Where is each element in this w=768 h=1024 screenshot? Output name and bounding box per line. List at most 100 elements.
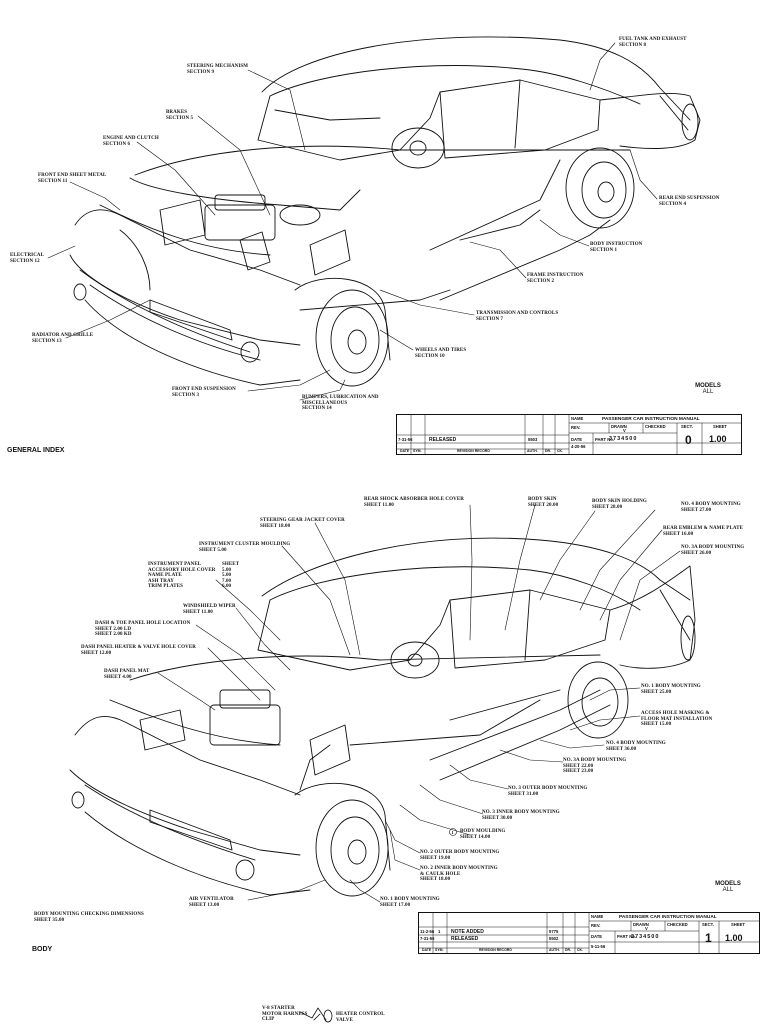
label-heater-control-valve: HEATER CONTROL VALVE [336, 1012, 385, 1023]
label-wheels-tires: WHEELS AND TIRES SECTION 10 [415, 348, 467, 359]
label-steering-gear-cover: STEERING GEAR JACKET COVER SHEET 18.00 [260, 518, 345, 529]
label-instrument-panel-sheets: SHEET 5.00 5.00 7.00 6.00 [222, 562, 240, 590]
general-tb-footer-auth: AUTH. [527, 449, 538, 453]
label-no3-inner-mounting: NO. 3 INNER BODY MOUNTING SHEET 30.00 [482, 810, 560, 821]
body-tb-sect-label: SECT. [702, 922, 714, 927]
label-steering-mechanism: STEERING MECHANISM SECTION 9 [187, 64, 249, 75]
bottom-fragment-drawing [299, 1007, 333, 1023]
general-car-drawing [69, 36, 701, 387]
general-tb-name-label: NAME [571, 416, 584, 421]
body-tb-name-label: NAME [591, 914, 604, 919]
label-no1-body-mounting-bottom: NO. 1 BODY MOUNTING SHEET 17.00 [380, 897, 440, 908]
label-front-sheet-metal: FRONT END SHEET METAL SECTION 11 [38, 173, 107, 184]
body-tb-rev1-sym: 1 [438, 929, 441, 934]
general-tb-footer-sym: SYM. [413, 449, 422, 453]
body-tb-drawn-label: DRAWN [633, 922, 649, 927]
body-car-drawing [69, 537, 696, 897]
label-no1-body-mounting-right: NO. 1 BODY MOUNTING SHEET 25.00 [641, 684, 701, 695]
general-tb-footer-revision: REVISION RECORD [457, 449, 490, 453]
body-tb-rev2-auth: 5502 [549, 936, 559, 941]
label-no4-body-mounting: NO. 4 BODY MOUNTING SHEET 27.00 [681, 502, 741, 513]
body-tb-sheet-label: SHEET [731, 922, 745, 927]
label-body-skin-holding: BODY SKIN HOLDING SHEET 28.00 [592, 499, 647, 510]
body-tb-footer-sym: SYM. [435, 948, 444, 952]
label-instrument-cluster: INSTRUMENT CLUSTER MOULDING SHEET 5.00 [199, 542, 291, 553]
body-tb-footer-ck: CK. [577, 948, 584, 952]
label-no3a-body-mounting-lower: NO. 3A BODY MOUNTING SHEET 22.00 SHEET 2… [563, 758, 627, 775]
body-tb-rev2-text: RELEASED [451, 936, 479, 942]
moulding-note-symbol: 1 [451, 829, 454, 835]
general-tb-drawn-value: V [623, 428, 626, 433]
body-leader-lines [157, 504, 681, 903]
label-frame-instruction: FRAME INSTRUCTION SECTION 2 [527, 273, 584, 284]
label-air-ventilator: AIR VENTILATOR SHEET 13.00 [189, 897, 234, 908]
general-tb-sect-value: 0 [685, 433, 692, 447]
label-dash-toe-panel: DASH & TOE PANEL HOLE LOCATION SHEET 2.0… [95, 621, 191, 638]
general-tb-footer-dr: DR. [545, 449, 552, 453]
body-title-block: NAME PASSENGER CAR INSTRUCTION MANUAL RE… [418, 912, 760, 954]
body-models: MODELS ALL [715, 881, 741, 893]
general-tb-footer-ck: CK. [557, 449, 564, 453]
label-no4-body-mounting-lower: NO. 4 BODY MOUNTING SHEET 36.00 [606, 741, 666, 752]
label-no2-inner-mounting: NO. 2 INNER BODY MOUNTING & CAULK HOLE S… [420, 866, 498, 883]
label-mounting-checking: BODY MOUNTING CHECKING DIMENSIONS SHEET … [34, 912, 144, 923]
general-leader-lines [47, 42, 658, 401]
body-tb-part-value: 3734500 [631, 934, 660, 940]
general-index-title: GENERAL INDEX [7, 447, 65, 454]
label-body-moulding: BODY MOULDING SHEET 14.00 [460, 829, 506, 840]
body-tb-footer-revision: REVISION RECORD [479, 948, 512, 952]
general-tb-footer-date: DATE [400, 449, 410, 453]
label-engine-clutch: ENGINE AND CLUTCH SECTION 6 [103, 136, 159, 147]
general-tb-sect-label: SECT. [681, 424, 693, 429]
label-starter-harness-clip: V-8 STARTER MOTOR HARNESS CLIP [262, 1006, 308, 1023]
body-tb-rev1-auth: 5775 [549, 929, 559, 934]
body-tb-rev-label: REV. [591, 923, 601, 928]
general-tb-rev-date: 7-31-56 [398, 437, 413, 442]
body-tb-manual: PASSENGER CAR INSTRUCTION MANUAL [619, 915, 717, 920]
body-tb-sect-value: 1 [705, 931, 712, 945]
general-tb-sheet-value: 1.00 [709, 434, 727, 444]
general-title-block: NAME PASSENGER CAR INSTRUCTION MANUAL RE… [396, 414, 742, 455]
general-tb-date-label: DATE [571, 437, 583, 442]
general-tb-part-label: PART No. [595, 437, 614, 442]
label-rear-suspension: REAR END SUSPENSION SECTION 4 [659, 196, 720, 207]
general-tb-rev-text: RELEASED [429, 437, 457, 443]
label-body-skin: BODY SKIN SHEET 20.00 [528, 497, 559, 508]
general-tb-sheet-label: SHEET [713, 424, 727, 429]
general-tb-checked-label: CHECKED [645, 424, 666, 429]
general-tb-drawn-label: DRAWN [611, 424, 627, 429]
label-dash-heater-cover: DASH PANEL HEATER & VALVE HOLE COVER SHE… [81, 645, 197, 656]
body-tb-checked-label: CHECKED [667, 922, 688, 927]
label-body-instruction: BODY INSTRUCTION SECTION 1 [590, 242, 643, 253]
general-tb-part-value: 3734500 [609, 436, 638, 442]
label-front-suspension: FRONT END SUSPENSION SECTION 3 [172, 387, 236, 398]
general-models: MODELS ALL [695, 383, 721, 395]
label-access-hole: ACCESS HOLE MASKING & FLOOR MAT INSTALLA… [641, 711, 713, 728]
body-tb-drawn-value: V [645, 926, 648, 931]
body-tb-date-label: DATE [591, 934, 603, 939]
body-tb-part-label: PART No. [617, 934, 636, 939]
body-tb-rev1-text: NOTE ADDED [451, 929, 484, 935]
label-rear-shock-cover: REAR SHOCK ABSORBER HOLE COVER SHEET 11.… [364, 497, 464, 508]
body-tb-rev1-date: 11-2-56 [420, 929, 435, 934]
label-no3a-body-mounting-top: NO. 3A BODY MOUNTING SHEET 26.00 [681, 545, 745, 556]
label-bumpers: BUMPERS, LUBRICATION AND MISCELLANEOUS S… [302, 395, 379, 412]
body-tb-footer-dr: DR. [565, 948, 572, 952]
label-electrical: ELECTRICAL SECTION 12 [10, 253, 45, 264]
label-instrument-panel: INSTRUMENT PANEL ACCESSORY HOLE COVER NA… [148, 562, 216, 590]
body-tb-sheet-value: 1.00 [725, 933, 743, 943]
body-tb-footer-auth: AUTH. [549, 948, 560, 952]
general-tb-date-value: 4-20-56 [571, 444, 586, 449]
label-brakes: BRAKES SECTION 5 [166, 110, 194, 121]
general-tb-rev-auth: 5503 [528, 437, 538, 442]
body-tb-date-value: 5-11-56 [591, 944, 606, 949]
label-no3-outer-mounting: NO. 3 OUTER BODY MOUNTING SHEET 31.00 [508, 786, 588, 797]
label-rear-emblem: REAR EMBLEM & NAME PLATE SHEET 16.00 [663, 526, 744, 537]
label-dash-panel-mat: DASH PANEL MAT SHEET 4.00 [104, 669, 150, 680]
general-tb-rev-label: REV. [571, 425, 581, 430]
label-radiator-grille: RADIATOR AND GRILLE SECTION 13 [32, 333, 94, 344]
general-title-block-grid [397, 415, 741, 454]
body-tb-rev2-date: 7-31-56 [420, 936, 435, 941]
label-fuel-tank: FUEL TANK AND EXHAUST SECTION 8 [619, 37, 687, 48]
